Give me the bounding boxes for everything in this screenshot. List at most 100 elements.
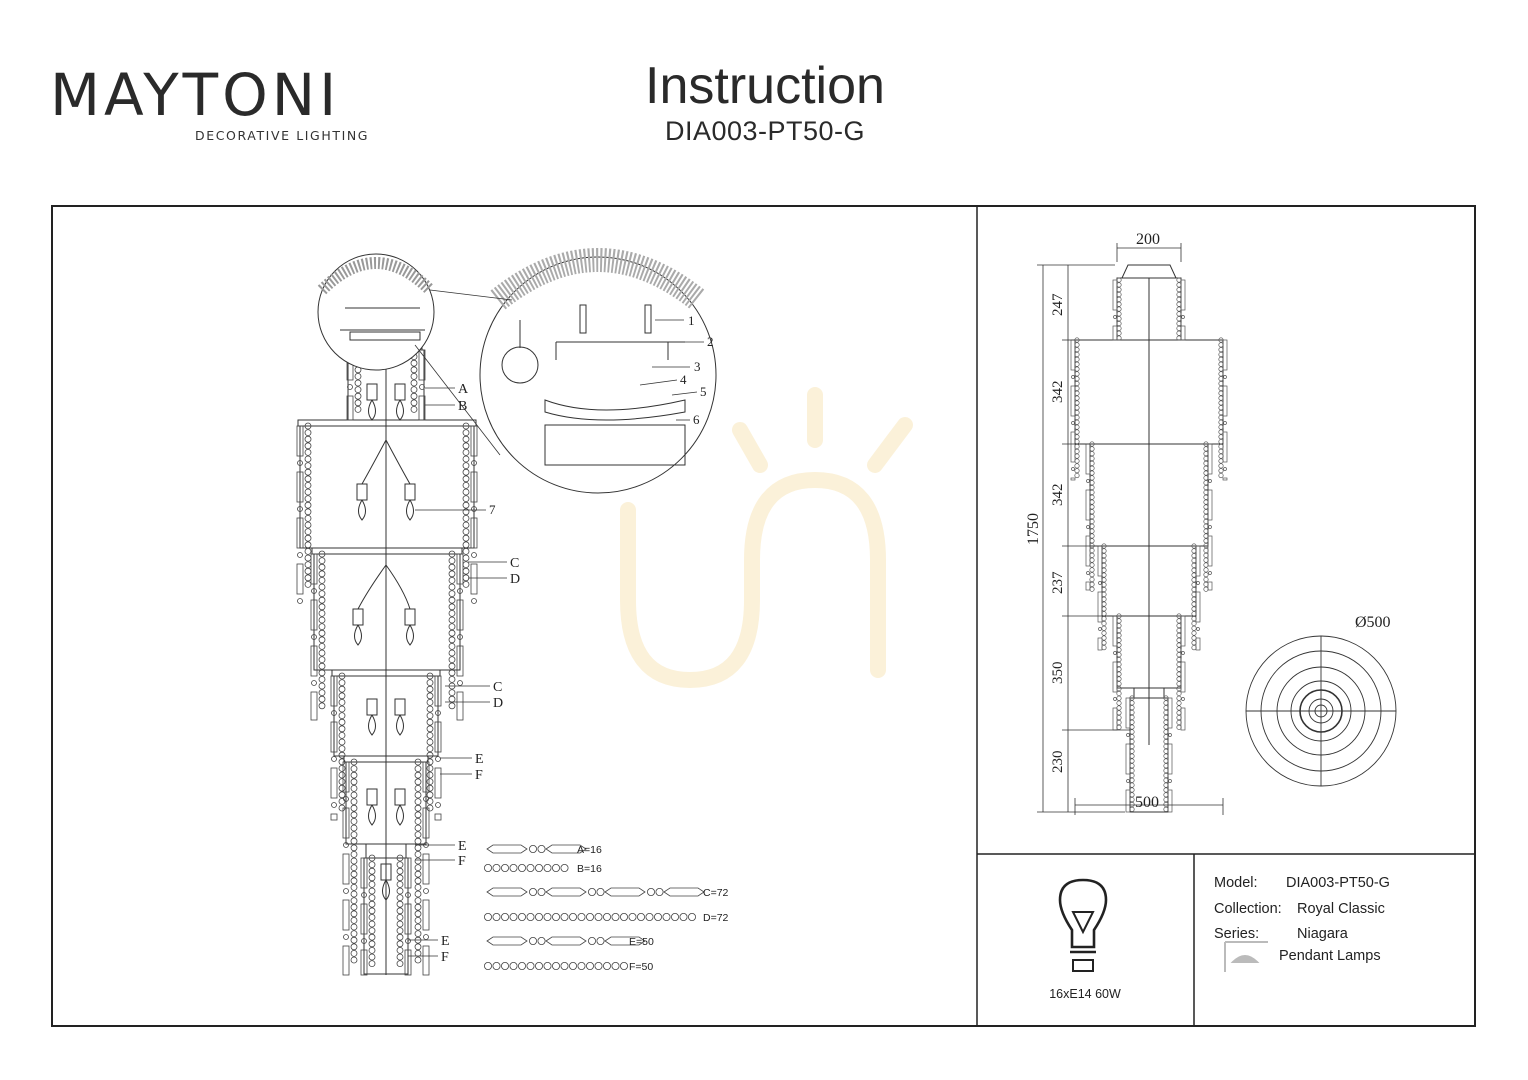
spec-label-collection: Collection: <box>1214 901 1282 917</box>
crystal-strand <box>1167 697 1173 813</box>
crystal-strand <box>414 758 422 964</box>
dim-segment-2: 342 <box>1050 381 1066 404</box>
crystal-strand <box>1097 545 1103 651</box>
crystal-strand <box>1070 339 1076 481</box>
candle-flame <box>396 804 404 826</box>
candle <box>366 698 378 716</box>
spec-value-series: Niagara <box>1297 926 1348 942</box>
tier-label-d1: D <box>510 572 520 587</box>
crystal-count-b: B=16 <box>577 863 602 875</box>
candle-flame <box>382 879 390 901</box>
crystal-strand <box>1207 443 1213 591</box>
page-title: Instruction <box>645 57 885 115</box>
part-number-1: 1 <box>688 313 695 328</box>
spec-label-series: Series: <box>1214 926 1260 942</box>
tier-label-e3: E <box>441 934 450 949</box>
dim-canopy-width: 200 <box>1136 231 1160 248</box>
dim-bottom-width: 500 <box>1135 794 1159 811</box>
spec-value-model: DIA003-PT50-G <box>1286 875 1390 891</box>
crystal-strand <box>1125 697 1131 813</box>
tier-label-f2: F <box>458 854 466 869</box>
tier-label-f3: F <box>441 950 449 965</box>
part-number-4: 4 <box>680 372 687 387</box>
crystal-strand <box>462 422 470 588</box>
part-number-6: 6 <box>693 412 700 427</box>
tier-label-b: B <box>458 399 467 414</box>
tier-label-d2: D <box>493 696 503 711</box>
candle-flame <box>368 399 376 421</box>
crystal-strand <box>350 758 358 964</box>
dimension-strands <box>1070 277 1228 813</box>
crystal-count-d: D=72 <box>703 912 729 924</box>
crystal-strand <box>1112 615 1118 731</box>
plan-view <box>1245 635 1397 787</box>
logo-tagline: DECORATIVE LIGHTING <box>195 128 370 143</box>
spec-value-collection: Royal Classic <box>1297 901 1385 917</box>
candle-flame <box>406 624 414 646</box>
candle <box>366 383 378 401</box>
candle <box>352 608 364 626</box>
crystal-strand <box>1222 339 1228 481</box>
brand-logo: MAYTONI DECORATIVE LIGHTING <box>50 62 370 143</box>
candle-flame <box>368 804 376 826</box>
candle-flame <box>406 499 414 521</box>
dim-total-height: 1750 <box>1025 513 1042 545</box>
part-leaders <box>415 319 704 511</box>
dim-segment-1: 247 <box>1050 293 1066 316</box>
dim-diameter: Ø500 <box>1355 614 1391 631</box>
candle <box>394 383 406 401</box>
part-number-5: 5 <box>700 384 707 399</box>
candle-flame <box>358 499 366 521</box>
model-code-heading: DIA003-PT50-G <box>664 116 866 146</box>
crystal-strand <box>404 857 412 976</box>
logo-wordmark: MAYTONI <box>50 61 341 129</box>
candle-arm <box>357 564 411 610</box>
crystal-strand <box>360 857 368 976</box>
detail-magnifier-large <box>479 248 717 494</box>
crystal-strand <box>470 425 478 604</box>
crystal-count-c: C=72 <box>703 887 729 899</box>
candle <box>394 788 406 806</box>
crystal-strand <box>330 675 338 821</box>
crystal-strand <box>1195 545 1201 651</box>
candle-flame <box>396 399 404 421</box>
spec-label-model: Model: <box>1214 875 1258 891</box>
pendant-lamp-icon <box>1224 941 1268 972</box>
crystal-count-f: F=50 <box>629 961 653 973</box>
candle <box>394 698 406 716</box>
candle-flame <box>368 714 376 736</box>
dim-segment-3: 342 <box>1050 484 1066 507</box>
candle-flame <box>354 624 362 646</box>
crystal-strand <box>426 672 434 812</box>
legend-strand <box>486 887 705 897</box>
candle-flame <box>396 714 404 736</box>
crystal-strand <box>304 422 312 588</box>
bulb-spec-caption: 16xE14 60W <box>1049 987 1121 1001</box>
crystal-strand <box>448 550 456 710</box>
dimension-lines <box>1037 243 1224 815</box>
part-number-2: 2 <box>707 334 714 349</box>
crystal-strand <box>1074 337 1080 479</box>
tier-label-a: A <box>458 382 469 397</box>
dim-segment-6: 230 <box>1050 751 1066 774</box>
candle-bulbs <box>352 383 416 901</box>
bulb-icon <box>1058 878 1108 972</box>
spec-category: Pendant Lamps <box>1279 948 1381 964</box>
crystal-strand <box>418 349 426 421</box>
crystal-strand <box>1180 279 1186 341</box>
tier-label-leaders <box>408 387 507 957</box>
tier-label-c2: C <box>493 680 502 695</box>
candle <box>404 608 416 626</box>
crystal-strand <box>1180 615 1186 731</box>
part-number-7: 7 <box>489 502 496 517</box>
crystal-strands <box>296 346 478 976</box>
part-number-3: 3 <box>694 359 701 374</box>
tier-label-e1: E <box>475 752 484 767</box>
crystal-strand <box>434 675 442 821</box>
crystal-strand <box>368 854 376 967</box>
crystal-strand <box>342 761 350 976</box>
legend-strand <box>483 962 629 971</box>
crystal-strand <box>456 553 464 721</box>
crystal-legend-strands <box>483 844 705 971</box>
